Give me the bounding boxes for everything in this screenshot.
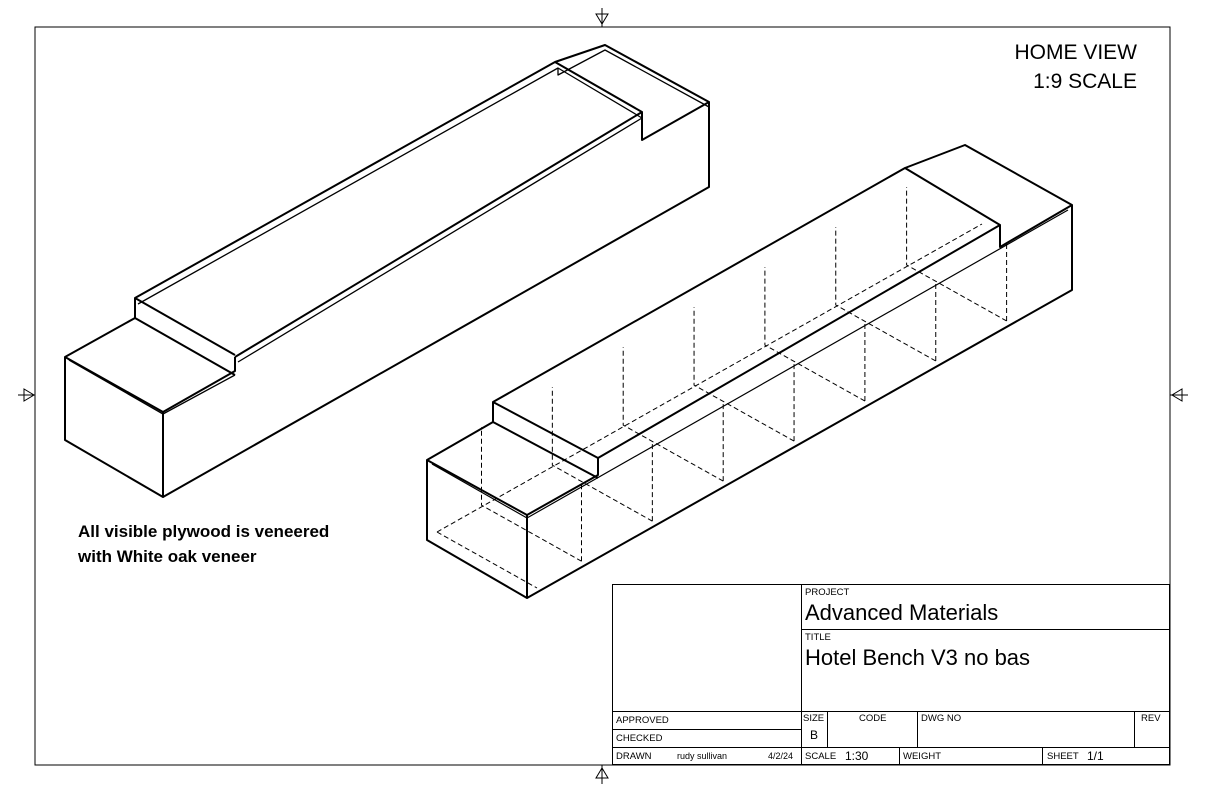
view-scale: 1:9 SCALE [1033,70,1137,93]
title-label: TITLE [805,632,831,643]
drawn-date: 4/2/24 [768,751,794,761]
note-line-1: All visible plywood is veneered [78,522,330,541]
size-label: SIZE [803,713,825,724]
checked-label: CHECKED [616,733,663,744]
hidden-partition [835,227,937,362]
size-value: B [810,728,819,742]
weight-label: WEIGHT [903,751,941,762]
code-label: CODE [859,713,887,724]
solid-bench-view [64,44,710,498]
divider [899,747,900,765]
sheet-value: 1/1 [1087,749,1104,763]
divider [802,629,1170,630]
divider [917,711,918,747]
divider [613,711,1170,712]
scale-label: SCALE [805,751,837,762]
wireframe-bench-view [426,144,1073,599]
rev-label: REV [1141,713,1161,724]
hidden-partition [906,186,1008,322]
drawn-label: DRAWN [616,751,652,762]
hidden-base-edge [436,223,983,589]
scale-value: 1:30 [845,749,869,763]
project-name: Advanced Materials [805,600,999,625]
project-label: PROJECT [805,587,850,598]
hidden-partition [622,347,724,482]
dwg-no-label: DWG NO [921,713,962,724]
hidden-partition [693,307,795,442]
note-line-2: with White oak veneer [78,547,257,566]
divider [613,729,802,730]
drawn-by: rudy sullivan [677,751,728,761]
hidden-partition [764,267,866,402]
divider [613,747,1170,748]
drawing-title: Hotel Bench V3 no bas [805,645,1031,670]
sheet-label: SHEET [1047,751,1079,762]
divider [1042,747,1043,765]
view-label: HOME VIEW 1:9 SCALE [1014,38,1137,96]
approved-label: APPROVED [616,715,669,726]
view-name: HOME VIEW [1014,41,1137,64]
veneer-note: All visible plywood is veneered with Whi… [78,519,329,569]
divider [827,711,828,747]
title-block: PROJECT Advanced Materials TITLE Hotel B… [612,584,1170,765]
hidden-partition [551,387,653,522]
hidden-partition [481,427,582,562]
divider [801,585,802,765]
center-markers [18,8,1188,784]
divider [1134,711,1135,747]
